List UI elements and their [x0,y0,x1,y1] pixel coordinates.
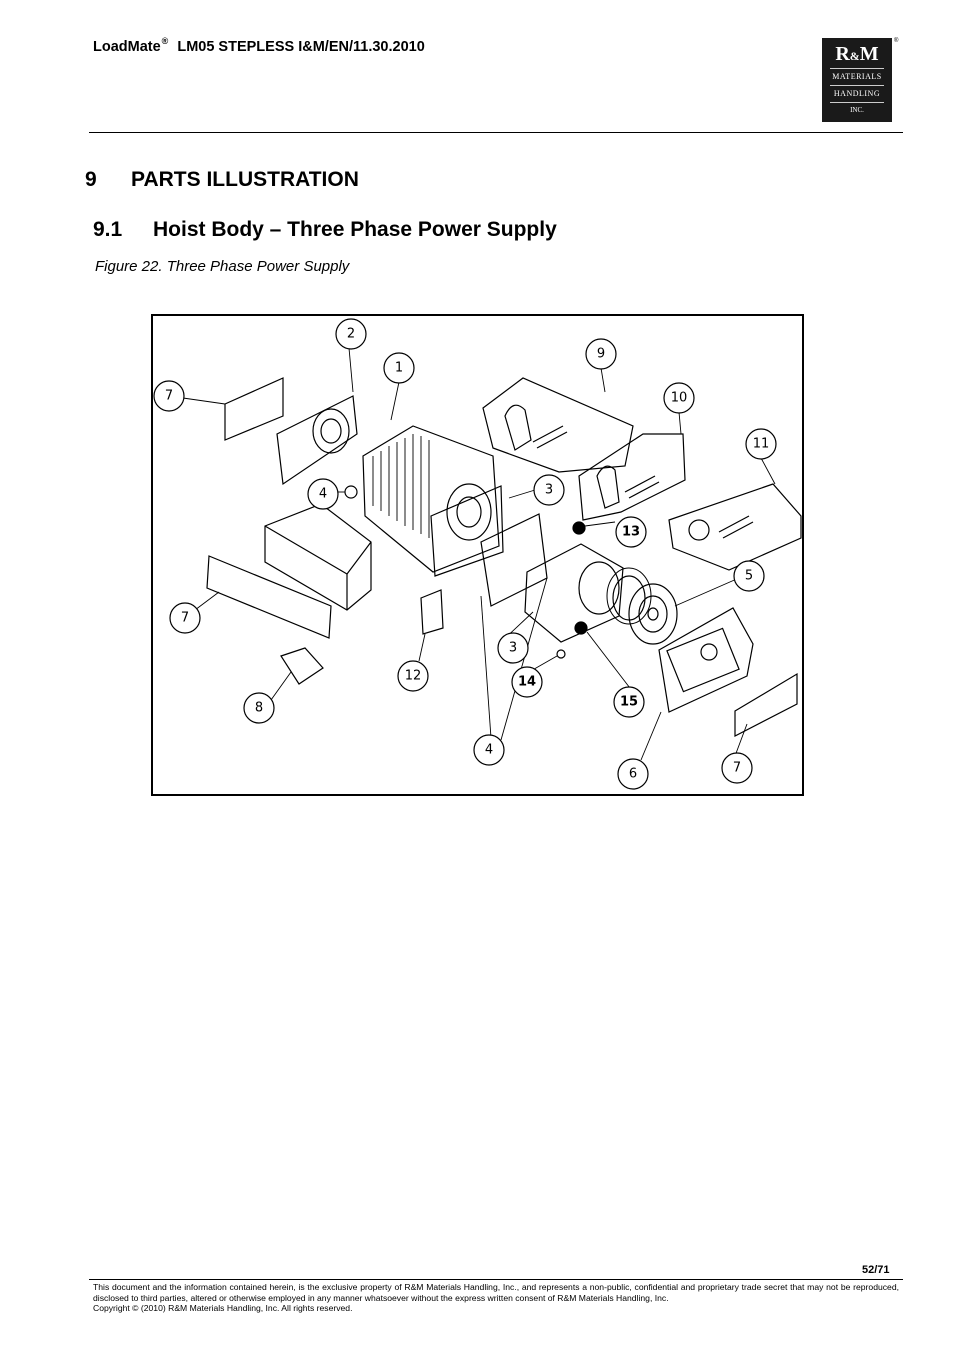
part-14 [556,649,566,659]
label-plate-7-right [734,672,798,737]
logo-divider [830,102,884,103]
callout-circle [153,380,185,412]
callout-circle [721,752,753,784]
callout-8: 8 [255,701,263,716]
gearbox-3 [524,543,624,643]
callout-6: 6 [629,767,637,782]
parts-illustration: 2 1 7 9 10 11 4 3 13 5 7 3 12 14 8 15 4 … [151,314,804,796]
registered-mark: ® [161,36,169,46]
part-15 [574,621,588,635]
bracket-12 [420,589,444,635]
callout-2: 2 [347,327,355,342]
label-plate-7-top [224,377,284,441]
hoist-body-1 [362,425,500,573]
logo-divider [830,68,884,69]
footer-notice: This document and the information contai… [93,1282,899,1314]
copyright-notice: Copyright © (2010) R&M Materials Handlin… [93,1303,353,1313]
callout-circle [473,734,505,766]
callout-3: 3 [545,483,553,498]
subsection-number: 9.1 [93,218,123,241]
callout-7: 7 [181,611,189,626]
tag-8 [280,647,324,685]
logo-line-inc: INC. [850,106,864,114]
page-number: 52/71 [862,1264,890,1276]
logo-line-handling: HANDLING [833,89,881,98]
callout-10: 10 [671,391,688,406]
footer-divider [89,1279,903,1280]
company-logo: R&M MATERIALS HANDLING INC. [822,38,892,122]
callout-1: 1 [395,361,403,376]
callout-7: 7 [733,761,741,776]
callout-circle [613,686,645,718]
callout-circle [307,478,339,510]
callout-circle [617,758,649,790]
part-13 [572,521,586,535]
callout-circle [169,602,201,634]
callout-circle [497,632,529,664]
document-reference: LM05 STEPLESS I&M/EN/11.30.2010 [177,39,425,55]
confidentiality-notice: This document and the information contai… [93,1282,899,1303]
cover-6 [658,607,754,713]
logo-line-materials: MATERIALS [832,72,882,81]
callout-circle [243,692,275,724]
end-cover-2 [276,395,358,486]
callout-4: 4 [319,487,327,502]
callout-14: 14 [518,675,536,690]
brake-5 [628,583,678,645]
logo-brand: R&M [835,43,879,65]
callout-circle [511,666,543,698]
callout-circle [533,474,565,506]
callout-12: 12 [405,669,422,684]
callout-circle [383,352,415,384]
callout-circle [663,382,695,414]
callout-circle [397,660,429,692]
callout-9: 9 [597,347,605,362]
gasket-4 [480,513,548,607]
callout-11: 11 [753,437,770,452]
callout-15: 15 [620,695,638,710]
label-plate-7-left [206,555,332,639]
figure-caption: Figure 22. Three Phase Power Supply [95,258,350,275]
callout-3: 3 [509,641,517,656]
subsection-title: Hoist Body – Three Phase Power Supply [153,218,557,241]
callout-4: 4 [485,743,493,758]
callout-13: 13 [622,525,640,540]
section-title: PARTS ILLUSTRATION [131,168,359,191]
suspension-11 [668,483,802,571]
callout-circle [745,428,777,460]
callout-circle [585,338,617,370]
part-4-small [344,485,358,499]
callout-circle [335,318,367,350]
logo-divider [830,85,884,86]
exploded-view-drawing: 2 1 7 9 10 11 4 3 13 5 7 3 12 14 8 15 4 … [153,318,802,790]
callout-7: 7 [165,389,173,404]
header-title: LoadMate® LM05 STEPLESS I&M/EN/11.30.201… [93,36,425,55]
logo-registered-mark: ® [894,38,899,44]
callout-circle [615,516,647,548]
product-name: LoadMate [93,39,161,55]
header-divider [89,132,903,133]
suspension-9 [482,377,634,473]
subsection-heading: 9.1 Hoist Body – Three Phase Power Supply [93,218,557,242]
callout-5: 5 [745,569,753,584]
suspension-10 [578,433,686,521]
callout-circle [733,560,765,592]
section-heading: 9 PARTS ILLUSTRATION [85,168,359,192]
section-number: 9 [85,168,97,191]
